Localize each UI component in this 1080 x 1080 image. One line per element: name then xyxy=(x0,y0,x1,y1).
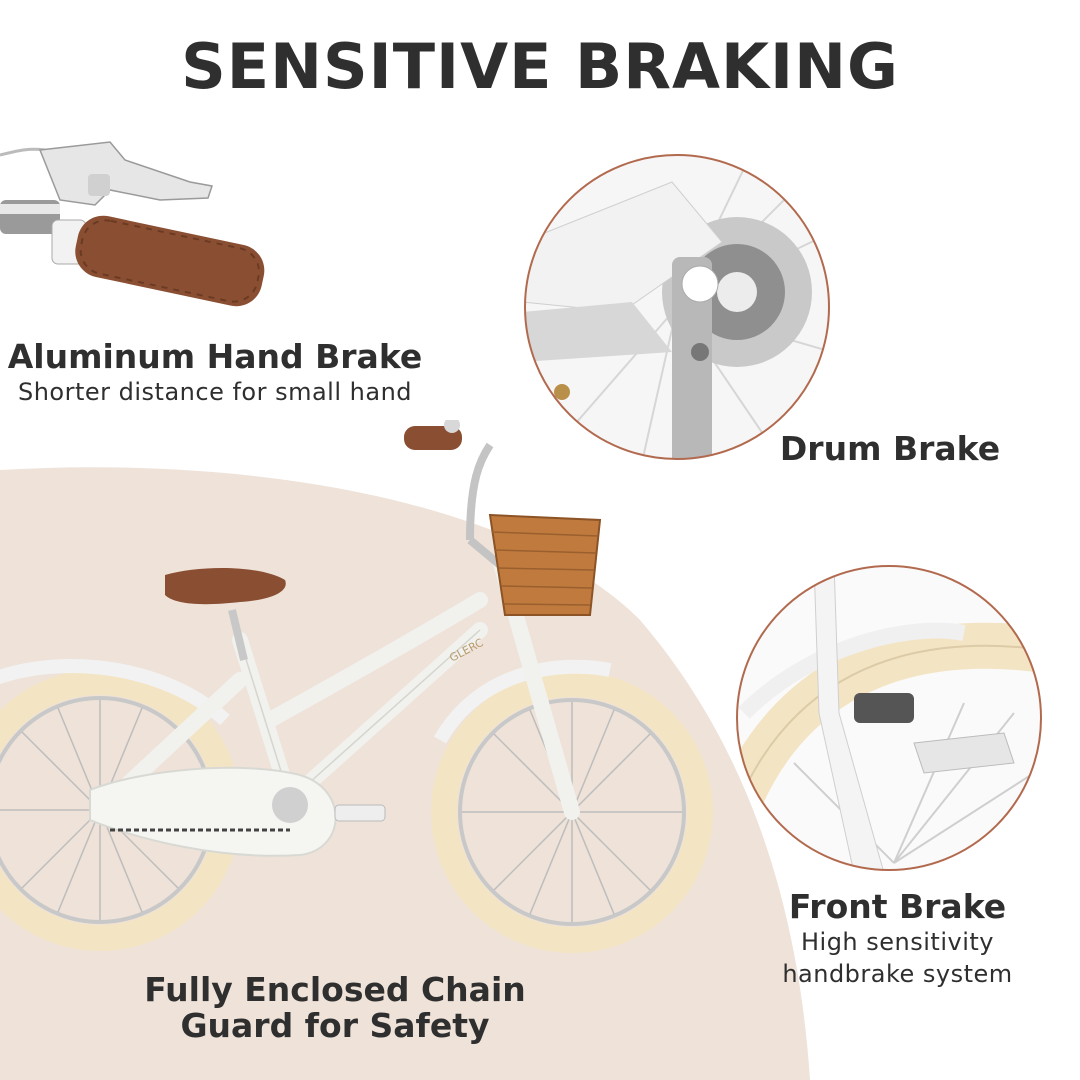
front-brake-subtitle-line2: handbrake system xyxy=(782,960,1013,988)
page-title: SENSITIVE BRAKING xyxy=(181,30,899,103)
hand-brake-subtitle: Shorter distance for small hand xyxy=(17,378,413,406)
handlebar-grip xyxy=(404,426,462,450)
front-brake-image xyxy=(734,563,1044,873)
front-brake-title: Front Brake xyxy=(788,887,1007,926)
chain-guard-caption: Fully Enclosed Chain Guard for Safety xyxy=(120,972,550,1044)
front-brake-subtitle-line1: High sensitivity xyxy=(800,928,994,956)
front-brake-caption: Front Brake High sensitivity handbrake s… xyxy=(765,888,1030,990)
hand-brake-caption: Aluminum Hand Brake Shorter distance for… xyxy=(0,338,430,408)
chain-guard-title-line2: Guard for Safety xyxy=(180,1006,490,1045)
chain-guard-title-line1: Fully Enclosed Chain xyxy=(144,970,526,1009)
hand-brake-title: Aluminum Hand Brake xyxy=(7,337,423,376)
hand-brake-image xyxy=(0,130,280,340)
drum-brake-image xyxy=(522,152,832,462)
chain-guard xyxy=(89,766,337,857)
bike-seat xyxy=(165,568,286,605)
front-wheel xyxy=(431,671,713,953)
drum-brake-caption: Drum Brake xyxy=(770,430,1010,468)
bicycle-image: GLERC xyxy=(0,420,720,960)
wicker-basket xyxy=(488,513,602,616)
drum-brake-title: Drum Brake xyxy=(779,429,1001,468)
